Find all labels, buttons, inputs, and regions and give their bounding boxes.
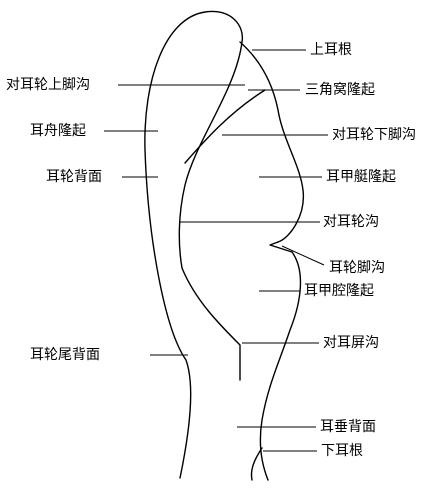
label-triangular-fossa-eminence: 三角窝隆起: [305, 82, 375, 98]
label-antihelix-groove: 对耳轮沟: [323, 214, 379, 230]
label-inferior-crus-groove: 对耳轮上脚沟: [6, 77, 90, 93]
helix-crus-notch: [269, 241, 293, 253]
label-antitragus-groove: 对耳屏沟: [323, 335, 379, 351]
leader-helix-crus-groove: [281, 245, 325, 266]
concha-back-outline: [259, 251, 302, 481]
outer-helix-outline: [144, 10, 244, 479]
label-scapha-eminence: 耳舟隆起: [30, 123, 86, 139]
triangular-fossa-line: [184, 89, 266, 164]
label-lower-root: 下耳根: [321, 443, 363, 459]
label-cymba-conchae-eminence: 耳甲艇隆起: [326, 169, 396, 185]
inner-helix-rim: [239, 41, 305, 243]
label-upper-root: 上耳根: [310, 42, 352, 58]
lobule-curve: [250, 447, 263, 481]
label-helix-tail-back: 耳轮尾背面: [30, 347, 100, 363]
label-helix-back: 耳轮背面: [46, 169, 102, 185]
label-helix-crus-groove: 耳轮脚沟: [329, 260, 385, 276]
label-cavum-conchae-eminence: 耳甲腔隆起: [304, 283, 374, 299]
label-lobule-back: 耳垂背面: [320, 419, 376, 435]
label-lower-crus-groove: 对耳轮下脚沟: [332, 127, 416, 143]
